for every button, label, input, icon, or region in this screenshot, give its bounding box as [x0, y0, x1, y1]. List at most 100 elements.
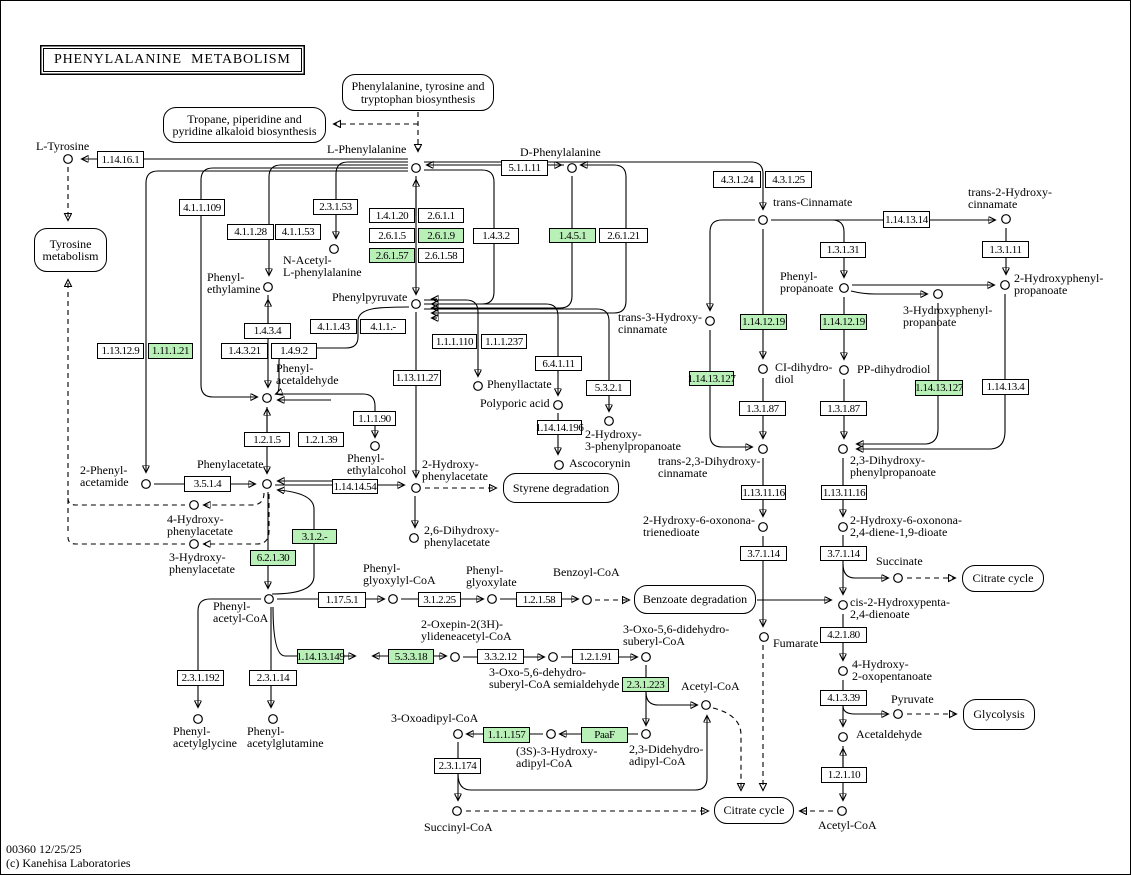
- ec-box-4-3-1-25[interactable]: 4.3.1.25: [765, 171, 812, 188]
- ec-box-1-14-13-14[interactable]: 1.14.13.14: [883, 211, 930, 228]
- ec-box-4-1-1-109[interactable]: 4.1.1.109: [179, 199, 225, 216]
- compound-acetyl-coa[interactable]: [837, 806, 847, 816]
- ec-box-3-1-2-25[interactable]: 3.1.2.25: [418, 592, 461, 607]
- ec-box-1-3-1-87[interactable]: 1.3.1.87: [739, 401, 786, 416]
- compound-polyporic-acid[interactable]: [553, 400, 563, 410]
- compound-acetyl-coa[interactable]: [701, 700, 711, 710]
- ec-box-1-13-11-16[interactable]: 1.13.11.16: [821, 485, 867, 500]
- ec-box-2-3-1-223[interactable]: 2.3.1.223: [622, 677, 669, 692]
- ec-box-1-14-16-1[interactable]: 1.14.16.1: [97, 151, 144, 168]
- ec-box-3-1-2[interactable]: 3.1.2.-: [292, 529, 337, 544]
- ec-box-2-3-1-192[interactable]: 2.3.1.192: [177, 670, 224, 686]
- ec-box-2-6-1-1[interactable]: 2.6.1.1: [418, 208, 464, 223]
- compound-l-phenylalanine[interactable]: [411, 163, 421, 173]
- compound-pyruvate[interactable]: [893, 709, 903, 719]
- compound-phenyl-acetaldehyde[interactable]: [262, 393, 272, 403]
- compound-phenyl-acetylglycine[interactable]: [193, 714, 203, 724]
- pathway-box-tyrosine-metabolism[interactable]: Tyrosine metabolism: [34, 228, 107, 272]
- compound-2-phenyl-acetamide[interactable]: [141, 479, 151, 489]
- compound-phenyllactate[interactable]: [473, 381, 483, 391]
- ec-box-1-11-1-21[interactable]: 1.11.1.21: [148, 343, 193, 359]
- ec-box-1-13-12-9[interactable]: 1.13.12.9: [97, 343, 144, 359]
- ec-box-6-2-1-30[interactable]: 6.2.1.30: [250, 550, 296, 566]
- compound-succinate[interactable]: [893, 573, 903, 583]
- compound-cis-2-hydroxypenta-2-4-dienoate[interactable]: [838, 600, 848, 610]
- ec-box-2-6-1-21[interactable]: 2.6.1.21: [599, 228, 648, 243]
- ec-box-3-5-1-4[interactable]: 3.5.1.4: [184, 476, 231, 492]
- compound-ascocorynin[interactable]: [554, 460, 564, 470]
- ec-box-5-3-2-1[interactable]: 5.3.2.1: [586, 380, 631, 396]
- ec-box-6-4-1-11[interactable]: 6.4.1.11: [535, 356, 582, 371]
- ec-box-1-2-1-10[interactable]: 1.2.1.10: [821, 767, 867, 783]
- ec-box-1-13-11-16[interactable]: 1.13.11.16: [741, 485, 786, 500]
- ec-box-4-1-1-43[interactable]: 4.1.1.43: [310, 319, 357, 334]
- ec-box-1-2-1-5[interactable]: 1.2.1.5: [244, 432, 290, 447]
- compound-phenyl-glyoxylate[interactable]: [487, 594, 497, 604]
- ec-box-1-1-1-110[interactable]: 1.1.1.110: [432, 334, 477, 349]
- compound-3-hydroxyphenyl-propanoate[interactable]: [933, 289, 943, 299]
- compound-ci-dihydro-diol[interactable]: [758, 364, 768, 374]
- compound-3-oxoadipyl-coa[interactable]: [453, 729, 463, 739]
- ec-box-2-6-1-57[interactable]: 2.6.1.57: [369, 248, 415, 263]
- ec-box-3-7-1-14[interactable]: 3.7.1.14: [820, 546, 867, 561]
- ec-box-5-3-3-18[interactable]: 5.3.3.18: [388, 649, 434, 664]
- compound-2-hydroxyphenyl-propanoate[interactable]: [1000, 280, 1010, 290]
- ec-box-1-2-1-39[interactable]: 1.2.1.39: [298, 432, 344, 447]
- pathway-box-phenylalanine-tyrosine-and-tryptophan-biosynthesis[interactable]: Phenylalanine, tyrosine and tryptophan b…: [342, 74, 494, 111]
- pathway-box-citrate-cycle[interactable]: Citrate cycle: [714, 797, 794, 824]
- ec-box-1-4-3-2[interactable]: 1.4.3.2: [473, 228, 519, 244]
- compound-l-tyrosine[interactable]: [63, 154, 73, 164]
- pathway-box-glycolysis[interactable]: Glycolysis: [963, 699, 1035, 730]
- ec-box-4-1-1-53[interactable]: 4.1.1.53: [275, 224, 321, 240]
- compound-trans-2-3-dihydroxy-cinnamate[interactable]: [758, 444, 768, 454]
- compound-pp-dihydrodiol[interactable]: [839, 365, 849, 375]
- compound-4-hydroxy-2-oxopentanoate[interactable]: [838, 666, 848, 676]
- compound-trans-3-hydroxy-cinnamate[interactable]: [705, 316, 715, 326]
- compound-phenyl-ethylamine[interactable]: [263, 282, 273, 292]
- ec-box-4-3-1-24[interactable]: 4.3.1.24: [713, 171, 761, 188]
- compound-3-oxo-5-6-didehydro-suberyl-coa[interactable]: [641, 652, 651, 662]
- ec-box-1-2-1-91[interactable]: 1.2.1.91: [572, 649, 619, 664]
- ec-box-2-3-1-14[interactable]: 2.3.1.14: [249, 670, 297, 686]
- ec-box-1-3-1-11[interactable]: 1.3.1.11: [982, 241, 1029, 258]
- ec-box-4-1-3-39[interactable]: 4.1.3.39: [820, 690, 867, 706]
- compound-acetaldehyde[interactable]: [838, 732, 848, 742]
- compound-3s-3-hydroxy-adipyl-coa[interactable]: [546, 729, 556, 739]
- ec-box-4-1-1-28[interactable]: 4.1.1.28: [227, 224, 274, 240]
- ec-box-1-4-1-20[interactable]: 1.4.1.20: [369, 208, 415, 223]
- ec-box-2-3-1-174[interactable]: 2.3.1.174: [434, 758, 481, 774]
- compound-phenylacetate[interactable]: [262, 479, 272, 489]
- ec-box-1-17-5-1[interactable]: 1.17.5.1: [318, 592, 366, 608]
- ec-box-1-2-1-58[interactable]: 1.2.1.58: [516, 592, 562, 607]
- compound-phenyl-acetyl-coa[interactable]: [264, 594, 274, 604]
- ec-box-2-3-1-53[interactable]: 2.3.1.53: [313, 199, 358, 215]
- ec-box-4-1-1[interactable]: 4.1.1.-: [360, 319, 406, 334]
- ec-box-1-14-14-196[interactable]: 1.14.14.196: [535, 420, 584, 435]
- compound-n-acetyl-l-phenylalanine[interactable]: [329, 244, 339, 254]
- pathway-box-tropane-piperidine-and-pyridine-alkaloid-biosynthesis[interactable]: Tropane, piperidine and pyridine alkaloi…: [163, 107, 326, 143]
- ec-box-1-14-12-19[interactable]: 1.14.12.19: [820, 314, 867, 330]
- compound-d-phenylalanine[interactable]: [567, 163, 577, 173]
- ec-box-1-14-13-149[interactable]: 1.14.13.149: [296, 649, 345, 664]
- compound-2-hydroxy-3-phenylpropanoate[interactable]: [604, 416, 614, 426]
- compound-3-hydroxy-phenylacetate[interactable]: [189, 539, 199, 549]
- ec-box-1-14-14-54[interactable]: 1.14.14.54: [332, 479, 378, 494]
- compound-2-3-didehydro-adipyl-coa[interactable]: [641, 729, 651, 739]
- compound-phenyl-propanoate[interactable]: [839, 283, 849, 293]
- ec-box-1-14-13-127[interactable]: 1.14.13.127: [915, 380, 963, 396]
- compound-fumarate[interactable]: [759, 632, 769, 642]
- compound-phenyl-ethylalcohol[interactable]: [370, 441, 380, 451]
- ec-box-3-7-1-14[interactable]: 3.7.1.14: [740, 546, 787, 561]
- compound-2-hydroxy-phenylacetate[interactable]: [411, 483, 421, 493]
- ec-box-2-6-1-58[interactable]: 2.6.1.58: [418, 248, 464, 263]
- compound-trans-cinnamate[interactable]: [758, 215, 768, 225]
- ec-box-paaf[interactable]: PaaF: [581, 727, 628, 743]
- ec-box-5-1-1-11[interactable]: 5.1.1.11: [501, 160, 548, 176]
- ec-box-1-3-1-87[interactable]: 1.3.1.87: [820, 401, 867, 416]
- ec-box-1-1-1-90[interactable]: 1.1.1.90: [353, 411, 396, 426]
- pathway-box-benzoate-degradation[interactable]: Benzoate degradation: [634, 585, 756, 614]
- compound-benzoyl-coa[interactable]: [582, 595, 592, 605]
- ec-box-1-14-13-4[interactable]: 1.14.13.4: [982, 379, 1029, 395]
- compound-succinyl-coa[interactable]: [452, 806, 462, 816]
- compound-2-hydroxy-6-oxonona-2-4-diene-1-9-dioate[interactable]: [838, 522, 848, 532]
